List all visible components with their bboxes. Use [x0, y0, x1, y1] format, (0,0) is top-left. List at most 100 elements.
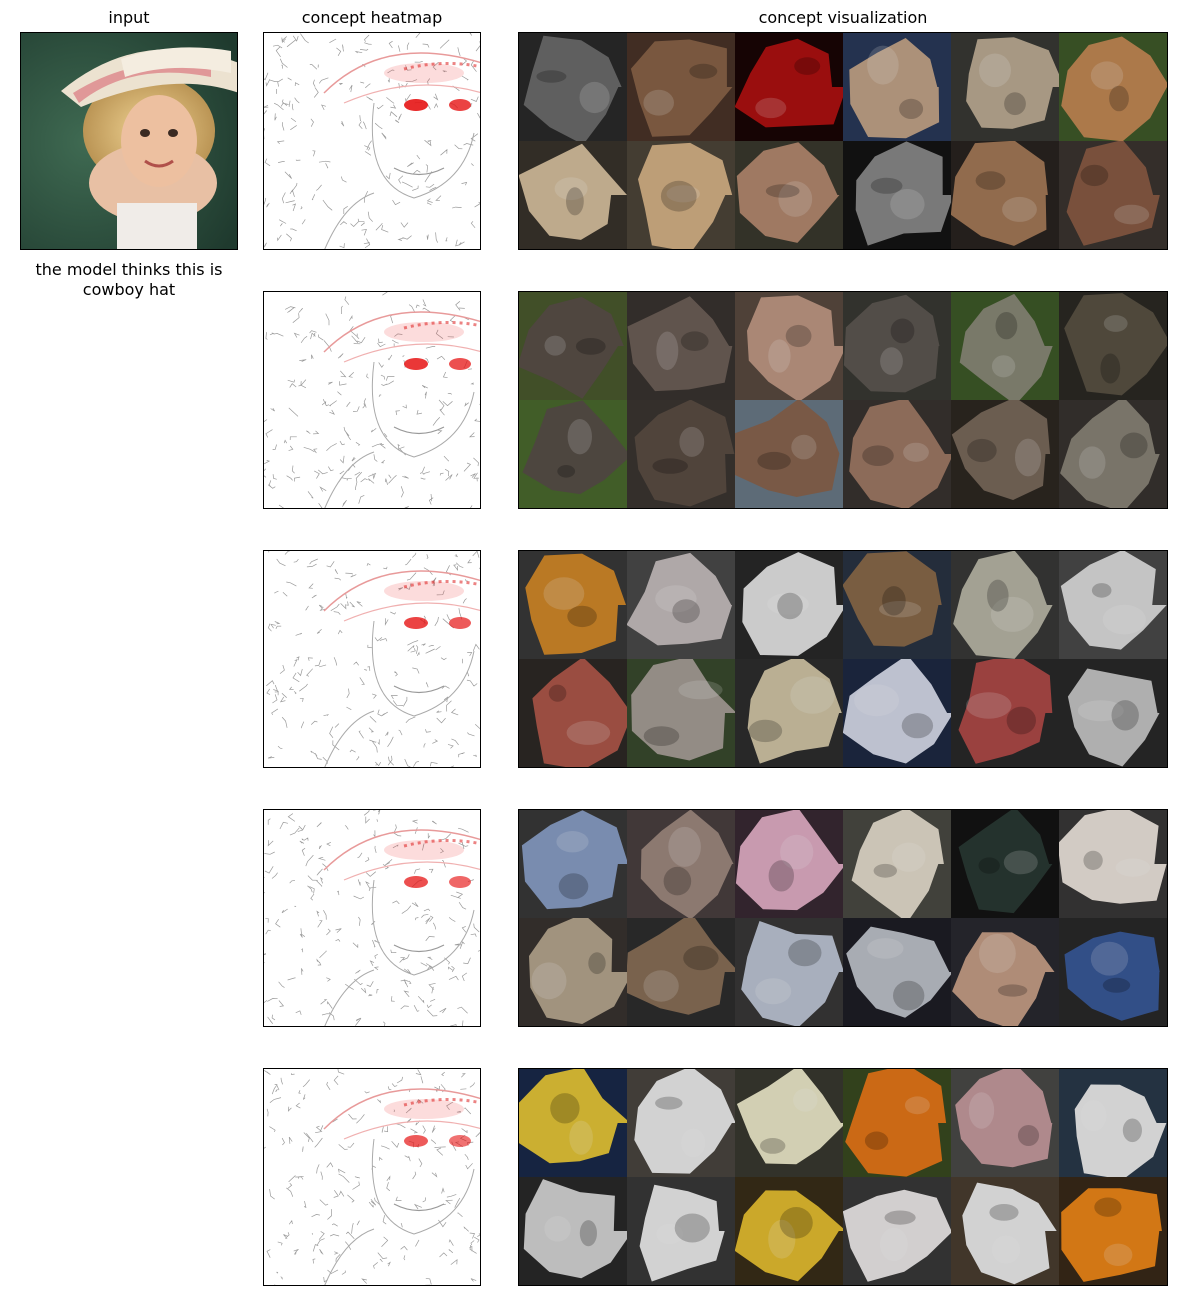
- heatmap-image: [264, 33, 480, 249]
- buffalo-head-image: [843, 292, 951, 400]
- lemons-bowl-image: [519, 1069, 627, 1177]
- concept-patch-man-glasses-bw: [843, 141, 951, 249]
- paper-cup-image: [951, 1177, 1059, 1285]
- concept-patch-buffalo-legs: [627, 400, 735, 508]
- colorful-shoes-image: [519, 551, 627, 659]
- concept-patch-woman-hat: [735, 292, 843, 400]
- porcelain-shoes-image: [519, 810, 627, 918]
- concept-patch-buffalo-field: [519, 400, 627, 508]
- orange-close-image: [1059, 1177, 1167, 1285]
- hat-hair-image: [627, 141, 735, 249]
- concept-patch-towel-roll: [1059, 1069, 1167, 1177]
- concept-patch-colorful-shoes: [519, 551, 627, 659]
- concept-patch-rusty-boat: [843, 551, 951, 659]
- elephant-face-image: [843, 400, 951, 508]
- input-column-header: input: [108, 8, 150, 27]
- concept-patch-grid: [519, 292, 1167, 508]
- buffalo-horn-close-image: [951, 400, 1059, 508]
- concept-patch-birdhouse: [627, 659, 735, 767]
- concept-patch-airplane-nose: [843, 659, 951, 767]
- sneaker-sole-image: [1059, 659, 1167, 767]
- concept-patch-rug-texture: [519, 918, 627, 1026]
- hair-closeup-image: [627, 33, 735, 141]
- concept-patch-people-cowboy-hats: [735, 400, 843, 508]
- child-sunglasses-image: [951, 918, 1059, 1026]
- concept-patch-face-profile-dark: [519, 33, 627, 141]
- prediction-class: cowboy hat: [82, 280, 176, 299]
- beagle-dog-image: [1059, 33, 1167, 141]
- totem-face-image: [951, 659, 1059, 767]
- concept-patch-woman-face: [843, 33, 951, 141]
- kid-blue-goggles-image: [1059, 918, 1167, 1026]
- concept-heatmap-4: [263, 809, 481, 1027]
- heatmap-image: [264, 810, 480, 1026]
- concept-patch-pink-fabric: [951, 1069, 1059, 1177]
- input-image: [20, 32, 238, 250]
- concept-patch-floral-teapot: [1059, 810, 1167, 918]
- concept-patch-worn-sneaker: [951, 551, 1059, 659]
- concept-patch-white-pipe: [519, 1177, 627, 1285]
- concept-patch-buffalo-grass: [951, 292, 1059, 400]
- concept-patch-butterfly-bib: [735, 810, 843, 918]
- concept-patch-porcelain-shoes: [519, 810, 627, 918]
- face-open-mouth-image: [1059, 141, 1167, 249]
- paper-roll-image: [735, 1069, 843, 1177]
- concept-patch-white-fabric: [627, 1069, 735, 1177]
- concept-patch-orange-close: [1059, 1177, 1167, 1285]
- concept-patch-face-red-light: [735, 33, 843, 141]
- white-fabric-image: [627, 1069, 735, 1177]
- dark-hat-rim-image: [951, 810, 1059, 918]
- hourglass-shape-image: [627, 810, 735, 918]
- face-closeup-image: [951, 33, 1059, 141]
- concept-visualization-1: [518, 32, 1168, 250]
- concept-visualization-2: [518, 291, 1168, 509]
- concept-patch-buffalo-herd: [1059, 292, 1167, 400]
- concept-patch-beagle-dog: [1059, 33, 1167, 141]
- sunglasses-graduate-image: [951, 141, 1059, 249]
- carved-totem-image: [519, 659, 627, 767]
- concept-heatmap-3: [263, 550, 481, 768]
- concept-patch-baby-hands: [735, 918, 843, 1026]
- woman-face-image: [843, 33, 951, 141]
- heatmap-image: [264, 1069, 480, 1285]
- concept-patch-yellow-fruit: [735, 1177, 843, 1285]
- concept-patch-hourglass-shape: [627, 810, 735, 918]
- people-cowboy-hats-image: [735, 400, 843, 508]
- buffalo-legs-image: [627, 400, 735, 508]
- concept-patch-carved-totem: [519, 659, 627, 767]
- heatmap-image: [264, 292, 480, 508]
- buffalo-grass-image: [951, 292, 1059, 400]
- concept-patch-white-figure: [843, 1177, 951, 1285]
- concept-patch-painted-shoe: [735, 659, 843, 767]
- concept-patch-adidas-sneaker: [1059, 551, 1167, 659]
- new-balance-shoe-image: [735, 551, 843, 659]
- concept-patch-child-sunglasses: [951, 918, 1059, 1026]
- worn-sneaker-image: [951, 551, 1059, 659]
- concept-heatmap-5: [263, 1068, 481, 1286]
- concept-heatmap-2: [263, 291, 481, 509]
- water-buffalo-image: [519, 292, 627, 400]
- concept-patch-paper-cup: [951, 1177, 1059, 1285]
- concept-patch-grid: [519, 1069, 1167, 1285]
- concept-patch-totem-face: [951, 659, 1059, 767]
- concept-patch-dark-hat-rim: [951, 810, 1059, 918]
- face-profile-dark-image: [519, 33, 627, 141]
- adidas-sneaker-image: [1059, 551, 1167, 659]
- butterfly-bib-image: [735, 810, 843, 918]
- prediction-line-1: the model thinks this is: [35, 260, 223, 279]
- concept-patch-face-open-mouth: [1059, 141, 1167, 249]
- concept-patch-buffalo-horn-close: [951, 400, 1059, 508]
- birdhouse-image: [627, 659, 735, 767]
- concept-patch-grid: [519, 33, 1167, 249]
- concept-visualization-3: [518, 550, 1168, 768]
- man-cowboy-hat-image: [843, 810, 951, 918]
- yellow-fruit-image: [735, 1177, 843, 1285]
- girl-cowboy-hat-photo: [21, 33, 237, 249]
- buffalo-herd-image: [1059, 292, 1167, 400]
- painted-shoe-image: [735, 659, 843, 767]
- towel-roll-image: [1059, 1069, 1167, 1177]
- concept-patch-elephant-face: [843, 400, 951, 508]
- concept-patch-water-buffalo: [519, 292, 627, 400]
- orange-fruit-image: [843, 1069, 951, 1177]
- concept-patch-grid: [519, 551, 1167, 767]
